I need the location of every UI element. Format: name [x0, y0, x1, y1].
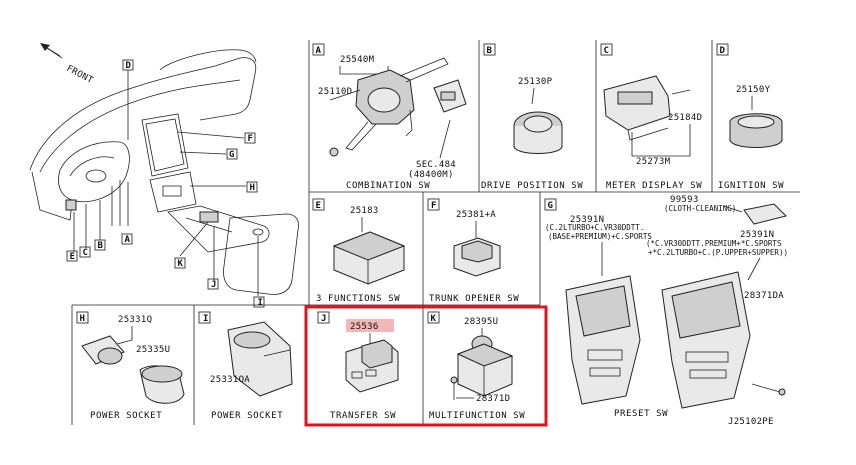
panel-combination-sw: A 25540M 25110D SEC.484 (48400M) COMBINA…: [312, 43, 467, 191]
panel-a-tag: A: [316, 46, 322, 56]
part-25184d: 25184D: [668, 113, 702, 123]
callout-i: I: [258, 298, 263, 308]
callout-a: A: [125, 235, 131, 245]
panel-multifunction-sw: K 28395U 28371D MULTIFUNCTION SW: [427, 311, 525, 421]
caption-power-socket-h: POWER SOCKET: [90, 411, 162, 421]
panel-c-tag: C: [604, 46, 609, 56]
caption-3-functions-sw: 3 FUNCTIONS SW: [316, 294, 400, 304]
note-preset-b2: +*C.2LTURBO+C.(P.UPPER+SUPPER)): [648, 248, 788, 257]
part-25391n-a: 25391N: [570, 215, 604, 225]
part-25273m: 25273M: [636, 157, 671, 167]
panel-e-tag: E: [316, 201, 321, 211]
part-28371d: 28371D: [476, 394, 510, 404]
part-25110d: 25110D: [318, 87, 352, 97]
selection-highlight-frame: [304, 305, 548, 427]
caption-preset-sw: PRESET SW: [614, 409, 668, 419]
panel-f-tag: F: [431, 201, 436, 211]
callout-c: C: [83, 248, 88, 258]
callout-f: F: [248, 134, 253, 144]
panel-grid: [71, 40, 800, 425]
callout-j: J: [211, 280, 216, 290]
panel-h-tag: H: [80, 314, 85, 324]
callout-b: B: [98, 241, 104, 251]
note-preset-a2: (BASE+PREMIUM)+C.SPORTS: [548, 232, 652, 241]
panel-drive-position-sw: B 25130P DRIVE POSITION SW: [481, 43, 583, 191]
callout-e: E: [70, 252, 75, 262]
part-25130p: 25130P: [518, 77, 553, 87]
part-25536: 25536: [350, 322, 379, 332]
caption-meter-display-sw: METER DISPLAY SW: [606, 181, 702, 191]
diagram-code: J25102PE: [728, 417, 774, 427]
part-25183: 25183: [350, 206, 379, 216]
part-25331q: 25331Q: [118, 315, 152, 325]
dashboard-overview: FRONT: [29, 43, 299, 308]
front-label: FRONT: [65, 64, 95, 86]
part-25331qa: 25331QA: [210, 375, 250, 385]
note-preset-a1: (C.2LTURBO+C.VR30DDTT.: [545, 223, 644, 232]
note-preset-b1: (*C.VR30DDTT.PREMIUM+*C.SPORTS: [646, 239, 782, 248]
panel-meter-display-sw: C 25184D 25273M METER DISPLAY SW: [600, 43, 702, 191]
panel-transfer-sw: J 25536 TRANSFER SW: [317, 311, 399, 421]
part-label-highlight: [346, 319, 394, 332]
callout-h: H: [250, 183, 255, 193]
front-arrow-icon: [40, 43, 63, 59]
part-99593: 99593: [670, 195, 699, 205]
caption-combination-sw: COMBINATION SW: [346, 181, 430, 191]
caption-trunk-opener-sw: TRUNK OPENER SW: [429, 294, 519, 304]
part-25381a: 25381+A: [456, 210, 496, 220]
part-25150y: 25150Y: [736, 85, 771, 95]
panel-g-tag: G: [548, 201, 553, 211]
panel-trunk-opener-sw: F 25381+A TRUNK OPENER SW: [427, 198, 519, 304]
panel-ignition-sw: D 25150Y IGNITION SW: [716, 43, 784, 191]
panel-power-socket-h: H 25331Q 25335U POWER SOCKET: [76, 311, 185, 421]
part-28395u: 28395U: [464, 317, 498, 327]
part-25540m: 25540M: [340, 55, 375, 65]
part-25335u: 25335U: [136, 345, 170, 355]
part-25391n-b: 25391N: [740, 230, 774, 240]
callout-k: K: [178, 259, 184, 269]
panel-i-tag: I: [203, 314, 208, 324]
panel-d-tag: D: [720, 46, 726, 56]
caption-drive-position-sw: DRIVE POSITION SW: [481, 181, 583, 191]
callout-g: G: [229, 150, 234, 160]
note-cloth-cleaning: (CLOTH-CLEANING): [664, 204, 736, 213]
caption-power-socket-i: POWER SOCKET: [211, 411, 283, 421]
caption-multifunction-sw: MULTIFUNCTION SW: [429, 411, 525, 421]
sec-484: SEC.484: [416, 160, 456, 170]
panel-j-tag: J: [321, 314, 326, 324]
caption-ignition-sw: IGNITION SW: [718, 181, 784, 191]
sec-48400m: (48400M): [408, 170, 454, 180]
panel-k-tag: K: [431, 314, 437, 324]
callout-d: D: [126, 61, 132, 71]
part-28371da: 28371DA: [744, 291, 784, 301]
caption-transfer-sw: TRANSFER SW: [330, 411, 396, 421]
panel-power-socket-i: I 25331QA POWER SOCKET: [198, 311, 293, 421]
panel-b-tag: B: [487, 46, 493, 56]
panel-3-functions-sw: E 25183 3 FUNCTIONS SW: [312, 198, 406, 304]
panel-preset-sw: G 99593 (CLOTH-CLEANING) 25391N (C.2LTUR…: [544, 195, 788, 419]
